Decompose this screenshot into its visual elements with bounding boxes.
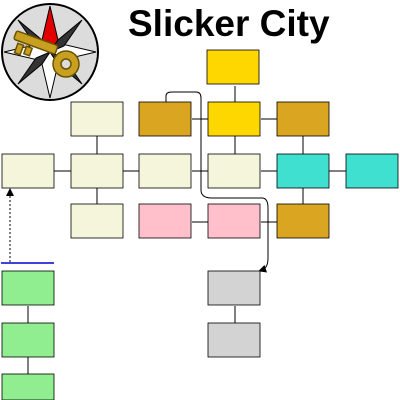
room-gold-box (138, 101, 192, 137)
room-gray-box (207, 270, 261, 306)
room-gray-box (207, 322, 261, 358)
room-cream-box (138, 153, 192, 189)
room-gold-box (276, 203, 330, 239)
room-turquoise-box (276, 153, 330, 189)
room-green-box (1, 270, 55, 306)
room-gold-box (276, 101, 330, 137)
key-compass-logo-icon (1, 3, 99, 101)
room-green-box (1, 373, 55, 400)
page-title: Slicker City (128, 3, 330, 44)
room-turquoise-box (345, 153, 399, 189)
room-yellow-box (207, 101, 261, 137)
room-pink-box (207, 203, 261, 239)
room-cream-box (70, 203, 124, 239)
room-pink-box (138, 203, 192, 239)
room-cream-box (70, 153, 124, 189)
curved-arrow-path (165, 91, 269, 273)
room-cream-box (70, 101, 124, 137)
room-yellow-box (206, 49, 260, 85)
room-green-box (1, 322, 55, 358)
room-cream-box (207, 153, 261, 189)
room-cream-box (1, 153, 55, 189)
